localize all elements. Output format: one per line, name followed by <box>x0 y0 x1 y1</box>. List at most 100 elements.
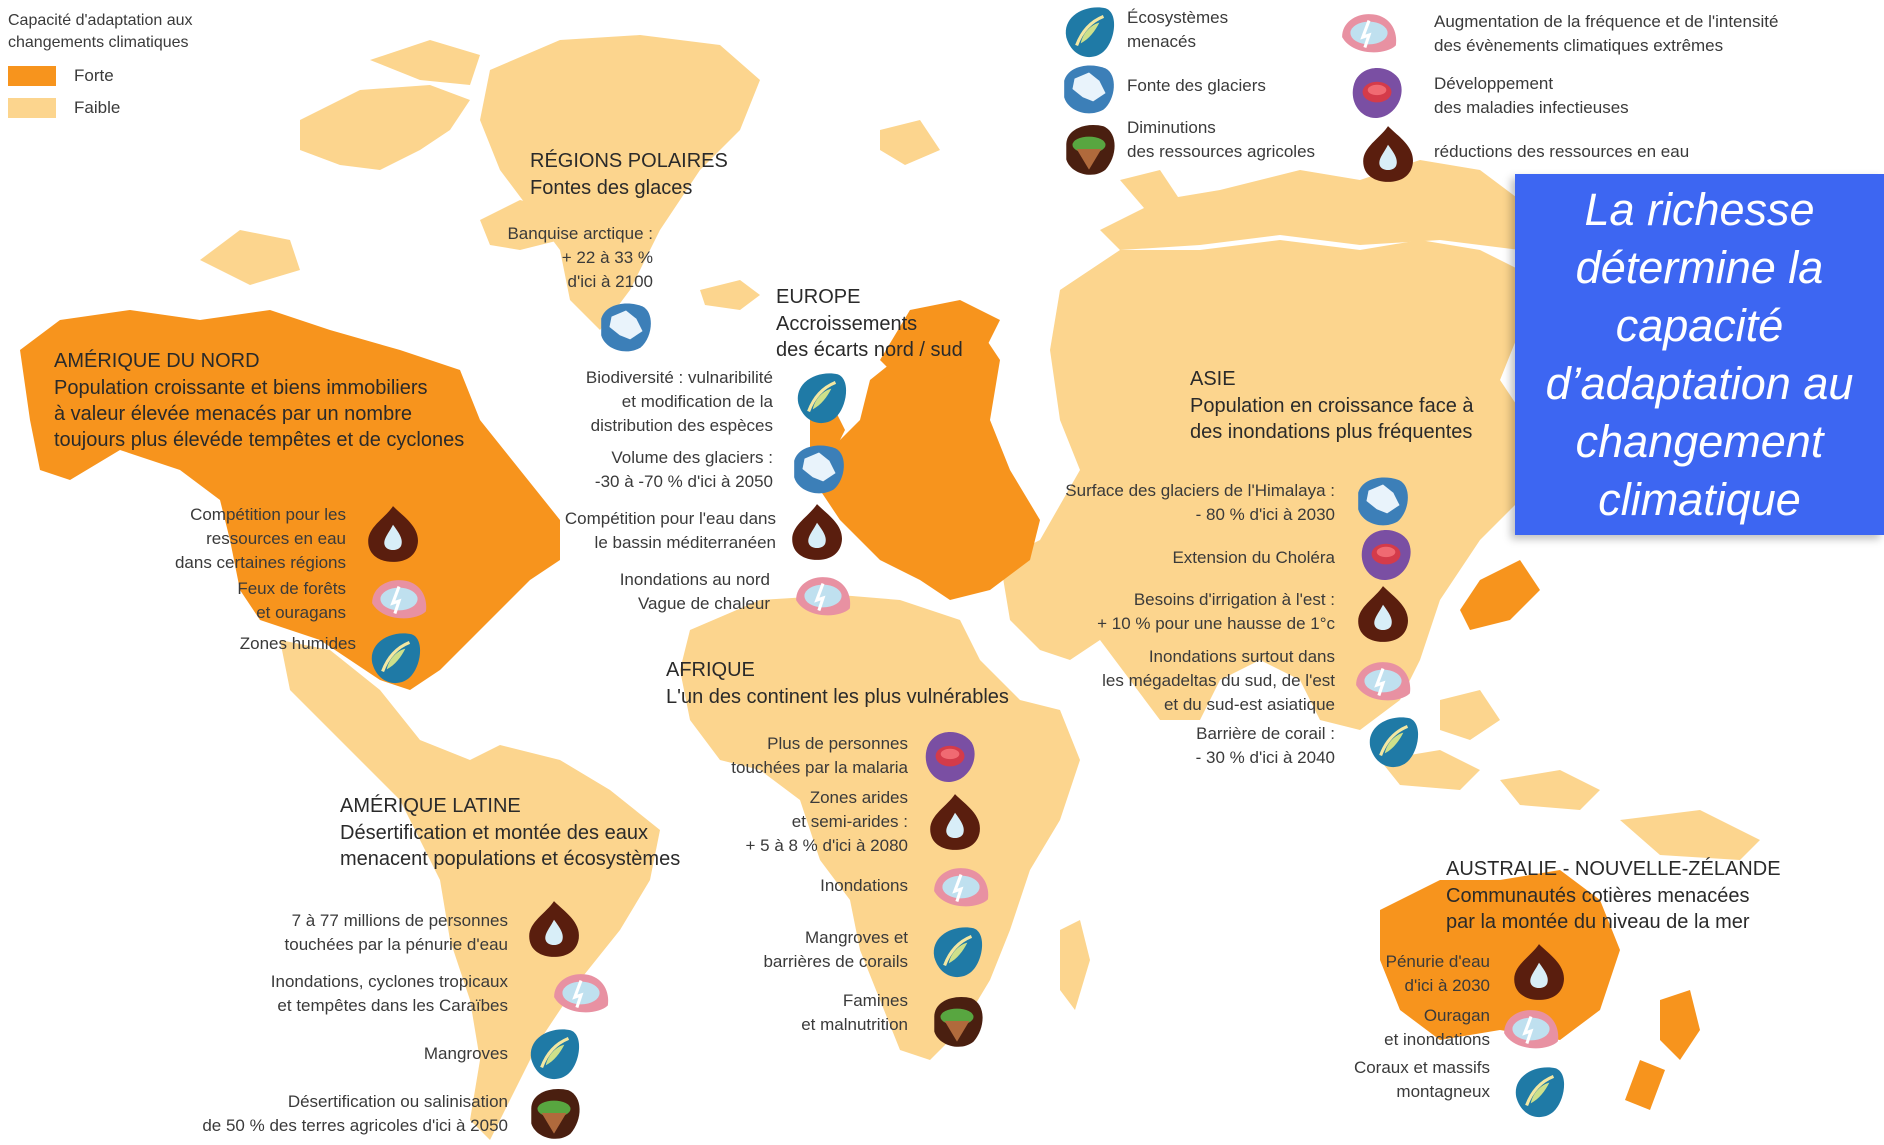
africa-item-arid-line1: Zones arides <box>809 788 908 807</box>
north-america-item-water-line2: ressources en eau <box>206 529 346 548</box>
storm-icon <box>930 856 992 918</box>
asia-item-floods-line3: et du sud-est asiatique <box>1163 695 1335 714</box>
icon-legend-storm-line2: des évènements climatiques extrêmes <box>1434 36 1724 55</box>
latin-america-item-desertification: Désertification ou salinisation de 50 % … <box>180 1090 508 1138</box>
water-drop-icon <box>1508 940 1570 1002</box>
oceania-desc-line1: Communautés cotières menacées <box>1446 885 1750 907</box>
water-drop-icon <box>362 502 424 564</box>
icon-legend-water: réductions des ressources en eau <box>1434 142 1690 161</box>
europe-item-glaciers-line1: Volume des glaciers : <box>611 448 773 467</box>
north-america-item-fires-line2: et ouragans <box>256 603 346 622</box>
latin-america-item-water-line1: 7 à 77 millions de personnes <box>291 911 508 930</box>
europe-item-biodiversity: Biodiversité : vulnaribilité et modifica… <box>530 366 773 438</box>
legend-swatch-forte <box>8 66 56 86</box>
legend-item-forte: Forte <box>8 64 114 88</box>
europe-desc-line2: des écarts nord / sud <box>776 339 963 361</box>
leaf-icon <box>523 1024 585 1086</box>
polar-note-line2: + 22 à 33 % <box>561 248 653 267</box>
agriculture-icon <box>1058 118 1120 180</box>
asia-item-coral-line1: Barrière de corail : <box>1196 724 1335 743</box>
water-drop-icon <box>924 790 986 852</box>
asia-item-coral: Barrière de corail : - 30 % d'ici à 2040 <box>1030 722 1335 770</box>
latin-america-item-cyclones-line1: Inondations, cyclones tropicaux <box>270 972 508 991</box>
oceania-item-coral-line1: Coraux et massifs <box>1353 1058 1490 1077</box>
callout-line3: capacité <box>1615 299 1784 351</box>
polar-note-line1: Banquise arctique : <box>507 224 653 243</box>
north-america-desc-line2: à valeur élevée menacés par un nombre <box>54 403 412 425</box>
europe-item-floods-line1: Inondations au nord <box>619 570 770 589</box>
oceania-item-hurricane: Ouragan et inondations <box>1300 1004 1490 1052</box>
agriculture-icon <box>523 1082 585 1144</box>
asia-item-himalaya-line2: - 80 % d'ici à 2030 <box>1195 505 1335 524</box>
leaf-icon <box>364 628 426 690</box>
glacier-icon <box>595 296 657 358</box>
callout-line1: La richesse <box>1584 183 1815 235</box>
north-america-item-water-line3: dans certaines régions <box>174 553 346 572</box>
storm-icon <box>1352 650 1414 712</box>
africa-item-arid-line2: et semi-arides : <box>791 812 908 831</box>
icon-legend-disease-line2: des maladies infectieuses <box>1434 98 1629 117</box>
latin-america-item-cyclones-line2: et tempêtes dans les Caraïbes <box>277 996 508 1015</box>
legend-title-line1: Capacité d'adaptation aux <box>8 12 193 29</box>
disease-icon <box>1345 60 1407 122</box>
latin-america-desc-line1: Désertification et montée des eaux <box>340 822 648 844</box>
europe-item-water: Compétition pour l'eau dans le bassin mé… <box>520 507 776 555</box>
europe-item-biodiversity-line2: et modification de la <box>621 392 773 411</box>
icon-legend-disease: Développement des maladies infectieuses <box>1434 72 1629 120</box>
latin-america-item-mangroves: Mangroves <box>423 1044 508 1063</box>
africa-item-malaria-line2: touchées par la malaria <box>731 758 908 777</box>
glacier-icon <box>1058 58 1120 120</box>
callout-line2: détermine la <box>1575 241 1824 293</box>
north-america-item-water-line1: Compétition pour les <box>190 505 346 524</box>
oceania-item-hurricane-line1: Ouragan <box>1423 1006 1490 1025</box>
icon-legend-ecosystems-line2: menacés <box>1127 32 1196 51</box>
storm-icon <box>550 962 612 1024</box>
polar-title: RÉGIONS POLAIRES <box>530 150 728 172</box>
water-drop-icon <box>523 897 585 959</box>
storm-icon <box>1500 998 1562 1060</box>
icon-legend-ecosystems: Écosystèmes menacés <box>1127 6 1228 54</box>
disease-icon <box>1354 522 1416 584</box>
north-america-item-fires: Feux de forêts et ouragans <box>130 577 346 625</box>
oceania-item-water: Pénurie d'eau d'ici à 2030 <box>1300 950 1490 998</box>
latin-america-item-cyclones: Inondations, cyclones tropicaux et tempê… <box>220 970 508 1018</box>
oceania-item-water-line1: Pénurie d'eau <box>1385 952 1490 971</box>
leaf-icon <box>1058 2 1120 64</box>
oceania-item-coral-line2: montagneux <box>1396 1082 1490 1101</box>
europe-item-biodiversity-line3: distribution des espèces <box>590 416 773 435</box>
latin-america-item-desertification-line2: de 50 % des terres agricoles d'ici à 205… <box>202 1116 508 1135</box>
legend-title: Capacité d'adaptation aux changements cl… <box>8 10 193 54</box>
europe-title: EUROPE <box>776 286 861 308</box>
oceania-title: AUSTRALIE - NOUVELLE-ZÉLANDE <box>1446 858 1781 880</box>
asia-item-himalaya-line1: Surface des glaciers de l'Himalaya : <box>1065 481 1335 500</box>
africa-item-famine-line1: Famines <box>842 991 908 1010</box>
asia-desc: Population en croissance face à des inon… <box>1190 393 1474 445</box>
asia-item-floods: Inondations surtout dans les mégadeltas … <box>1030 645 1335 717</box>
asia-item-floods-line2: les mégadeltas du sud, de l'est <box>1102 671 1335 690</box>
africa-item-floods: Inondations <box>820 876 908 895</box>
polar-subtitle: Fontes des glaces <box>530 177 693 199</box>
water-drop-icon <box>786 500 848 562</box>
europe-desc: Accroissements des écarts nord / sud <box>776 311 963 363</box>
agriculture-icon <box>926 990 988 1052</box>
europe-desc-line1: Accroissements <box>776 313 918 335</box>
legend-item-faible: Faible <box>8 96 120 120</box>
north-america-title: AMÉRIQUE DU NORD <box>54 350 260 372</box>
europe-item-glaciers-line2: -30 à -70 % d'ici à 2050 <box>594 472 773 491</box>
latin-america-desc-line2: menacent populations et écosystèmes <box>340 848 681 870</box>
callout-line6: climatique <box>1598 473 1801 525</box>
oceania-item-hurricane-line2: et inondations <box>1384 1030 1490 1049</box>
icon-legend-agriculture-line1: Diminutions <box>1127 118 1216 137</box>
africa-item-malaria-line1: Plus de personnes <box>767 734 908 753</box>
leaf-icon <box>790 368 852 430</box>
africa-item-mangroves: Mangroves et barrières de corails <box>700 926 908 974</box>
europe-item-water-line1: Compétition pour l'eau dans <box>564 509 776 528</box>
legend-swatch-faible <box>8 98 56 118</box>
asia-item-irrigation-line2: + 10 % pour une hausse de 1°c <box>1097 614 1335 633</box>
latin-america-title: AMÉRIQUE LATINE <box>340 795 521 817</box>
glacier-icon <box>788 438 850 500</box>
storm-icon <box>1338 2 1400 64</box>
oceania-item-coral: Coraux et massifs montagneux <box>1300 1056 1490 1104</box>
legend-title-line2: changements climatiques <box>8 34 189 51</box>
disease-icon <box>918 724 980 786</box>
